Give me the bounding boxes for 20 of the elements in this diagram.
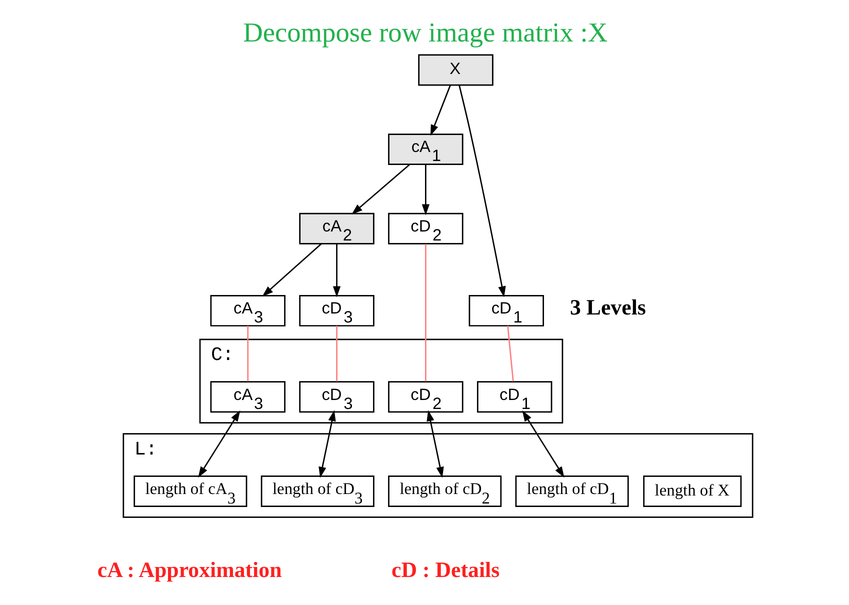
arrow bbox=[426, 410, 444, 478]
connector bbox=[336, 326, 337, 382]
arrow bbox=[262, 243, 322, 297]
arrow bbox=[421, 164, 430, 216]
connector bbox=[246, 326, 248, 382]
arrow bbox=[198, 410, 240, 478]
arrow bbox=[522, 410, 564, 478]
label: cD : Details bbox=[390, 558, 500, 582]
diagram-title: Decompose row image matrix :X bbox=[242, 17, 608, 48]
label: 3 Levels bbox=[569, 296, 646, 320]
arrow bbox=[458, 85, 506, 298]
arrow bbox=[351, 164, 410, 215]
arrow bbox=[318, 410, 336, 478]
node-box: X bbox=[418, 54, 493, 86]
arrow bbox=[332, 244, 340, 298]
node-box: length of X bbox=[642, 476, 742, 507]
connector bbox=[424, 244, 426, 382]
arrow bbox=[430, 84, 451, 136]
connector bbox=[506, 326, 514, 382]
label: cA : Approximation bbox=[96, 558, 282, 582]
